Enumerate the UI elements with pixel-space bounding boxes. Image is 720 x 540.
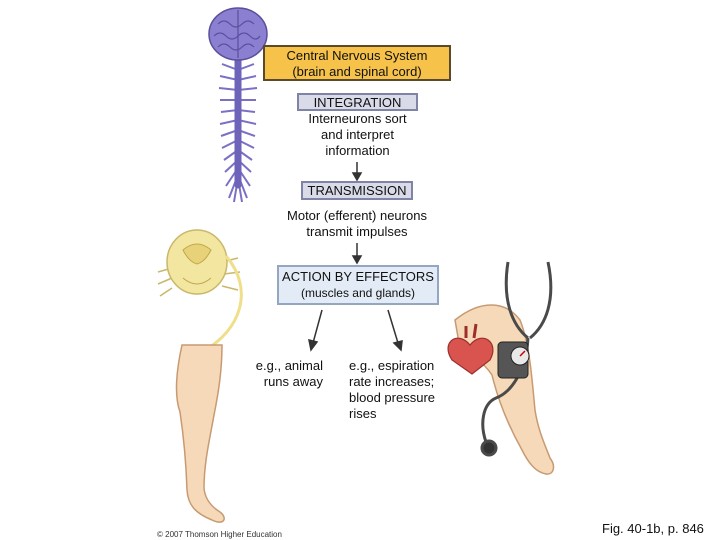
figure-label: Fig. 40-1b, p. 846 <box>602 521 704 536</box>
transmission-description: Motor (efferent) neurons transmit impuls… <box>267 208 447 240</box>
example-left-line: e.g., animal <box>255 358 323 373</box>
effectors-box: ACTION BY EFFECTORS (muscles and glands) <box>277 265 439 305</box>
effectors-heading: ACTION BY EFFECTORS <box>282 269 434 284</box>
flow-arrows <box>308 162 403 352</box>
brain-spinal-cord-icon <box>208 7 268 203</box>
integration-line: information <box>325 143 390 158</box>
copyright-notice: © 2007 Thomson Higher Education <box>157 530 282 539</box>
heart-icon <box>447 323 494 375</box>
example-right: e.g., espiration rate increases; blood p… <box>349 358 459 422</box>
cns-line1: Central Nervous System <box>286 48 428 63</box>
example-right-line: e.g., espiration <box>349 358 435 373</box>
example-right-line: rises <box>349 406 377 421</box>
example-left: e.g., animal runs away <box>232 358 323 390</box>
cns-box: Central Nervous System (brain and spinal… <box>263 45 451 81</box>
example-right-line: blood pressure <box>349 390 435 405</box>
example-right-line: rate increases; <box>349 374 435 389</box>
integration-description: Interneurons sort and interpret informat… <box>292 111 423 159</box>
integration-heading: INTEGRATION <box>297 93 418 111</box>
transmission-line: transmit impulses <box>306 224 408 239</box>
cns-line2: (brain and spinal cord) <box>292 64 422 79</box>
effectors-subheading: (muscles and glands) <box>300 286 416 300</box>
integration-line: Interneurons sort <box>308 111 407 126</box>
leg-icon <box>175 344 225 523</box>
transmission-line: Motor (efferent) neurons <box>287 208 427 223</box>
integration-line: and interpret <box>321 127 394 142</box>
example-left-line: runs away <box>263 374 323 389</box>
blood-pressure-cuff-icon <box>497 341 530 379</box>
transmission-heading: TRANSMISSION <box>301 181 413 200</box>
